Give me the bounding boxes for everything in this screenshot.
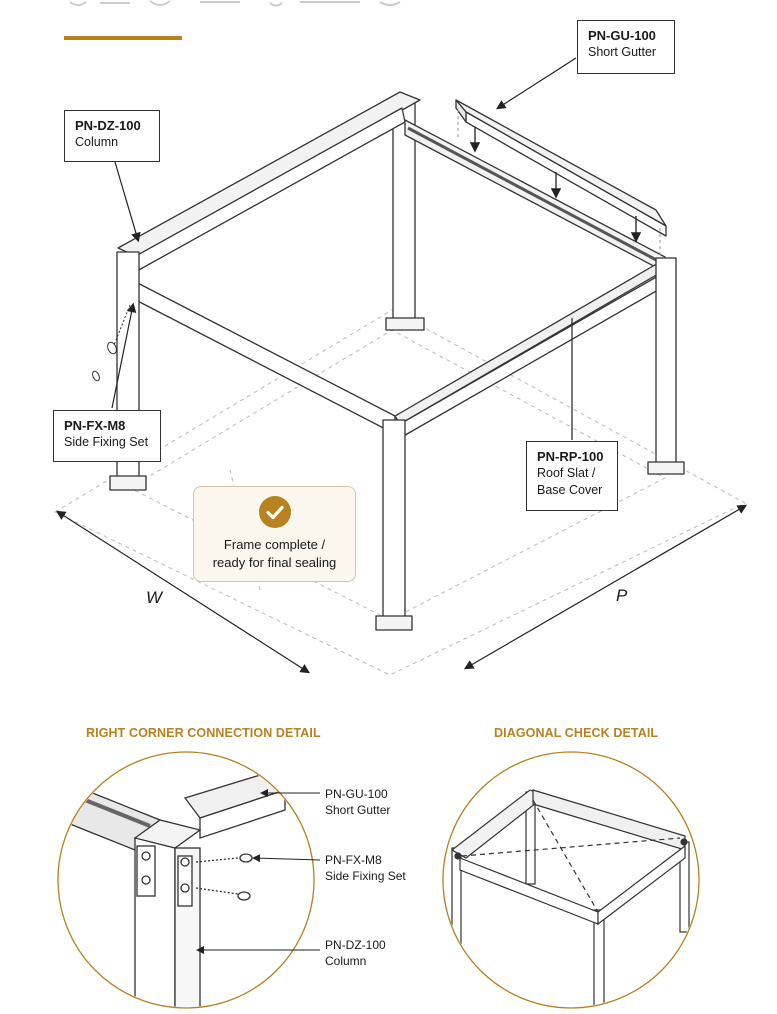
corner-detail-title: RIGHT CORNER CONNECTION DETAIL <box>86 726 321 740</box>
callout-code: PN-DZ-100 <box>75 118 141 133</box>
label-desc: Column <box>325 954 367 968</box>
callout-code: PN-FX-M8 <box>64 418 126 433</box>
callout-desc: Roof Slat / <box>537 466 596 480</box>
corner-label-short-gutter: PN-GU-100 Short Gutter <box>325 786 390 818</box>
frame-structure <box>109 91 685 631</box>
callout-desc: Base Cover <box>537 483 603 497</box>
callout-code: PN-GU-100 <box>588 28 656 43</box>
width-dimension-label: W <box>146 588 163 607</box>
label-code: PN-GU-100 <box>325 787 388 801</box>
callout-code: PN-RP-100 <box>537 449 604 464</box>
diagonal-detail-drawing <box>450 789 690 1007</box>
corner-detail-circle <box>57 751 315 1009</box>
label-desc: Side Fixing Set <box>325 869 406 883</box>
label-code: PN-DZ-100 <box>325 938 386 952</box>
corner-detail-drawing <box>59 771 287 1007</box>
status-text-line2: ready for final sealing <box>212 555 337 570</box>
check-icon <box>258 496 291 528</box>
title-accent-rule <box>64 36 182 40</box>
status-box: Frame complete / ready for final sealing <box>193 486 356 582</box>
callout-desc: Short Gutter <box>588 45 657 59</box>
label-desc: Short Gutter <box>325 803 391 817</box>
corner-label-column: PN-DZ-100 Column <box>325 937 386 969</box>
callout-desc: Side Fixing Set <box>64 435 149 449</box>
callout-side-fixing-set: PN-FX-M8 Side Fixing Set <box>53 410 161 462</box>
gutter-drop-arrows <box>469 127 642 243</box>
callout-short-gutter: PN-GU-100 Short Gutter <box>577 20 675 74</box>
callout-leaders <box>111 57 577 440</box>
corner-label-side-fixing-set: PN-FX-M8 Side Fixing Set <box>325 852 406 884</box>
corner-detail-leaders <box>196 789 321 954</box>
diagonal-detail-title: DIAGONAL CHECK DETAIL <box>494 726 659 740</box>
depth-dimension-label: P <box>616 586 628 605</box>
callout-roof-slat: PN-RP-100 Roof Slat / Base Cover <box>526 441 618 511</box>
callout-desc: Column <box>75 135 119 149</box>
status-text-line1: Frame complete / <box>223 537 326 552</box>
label-code: PN-FX-M8 <box>325 853 382 867</box>
callout-column: PN-DZ-100 Column <box>64 110 160 162</box>
dimension-arrows <box>55 504 748 674</box>
fixing-screws <box>92 304 131 382</box>
diagonal-detail-circle <box>442 751 700 1009</box>
